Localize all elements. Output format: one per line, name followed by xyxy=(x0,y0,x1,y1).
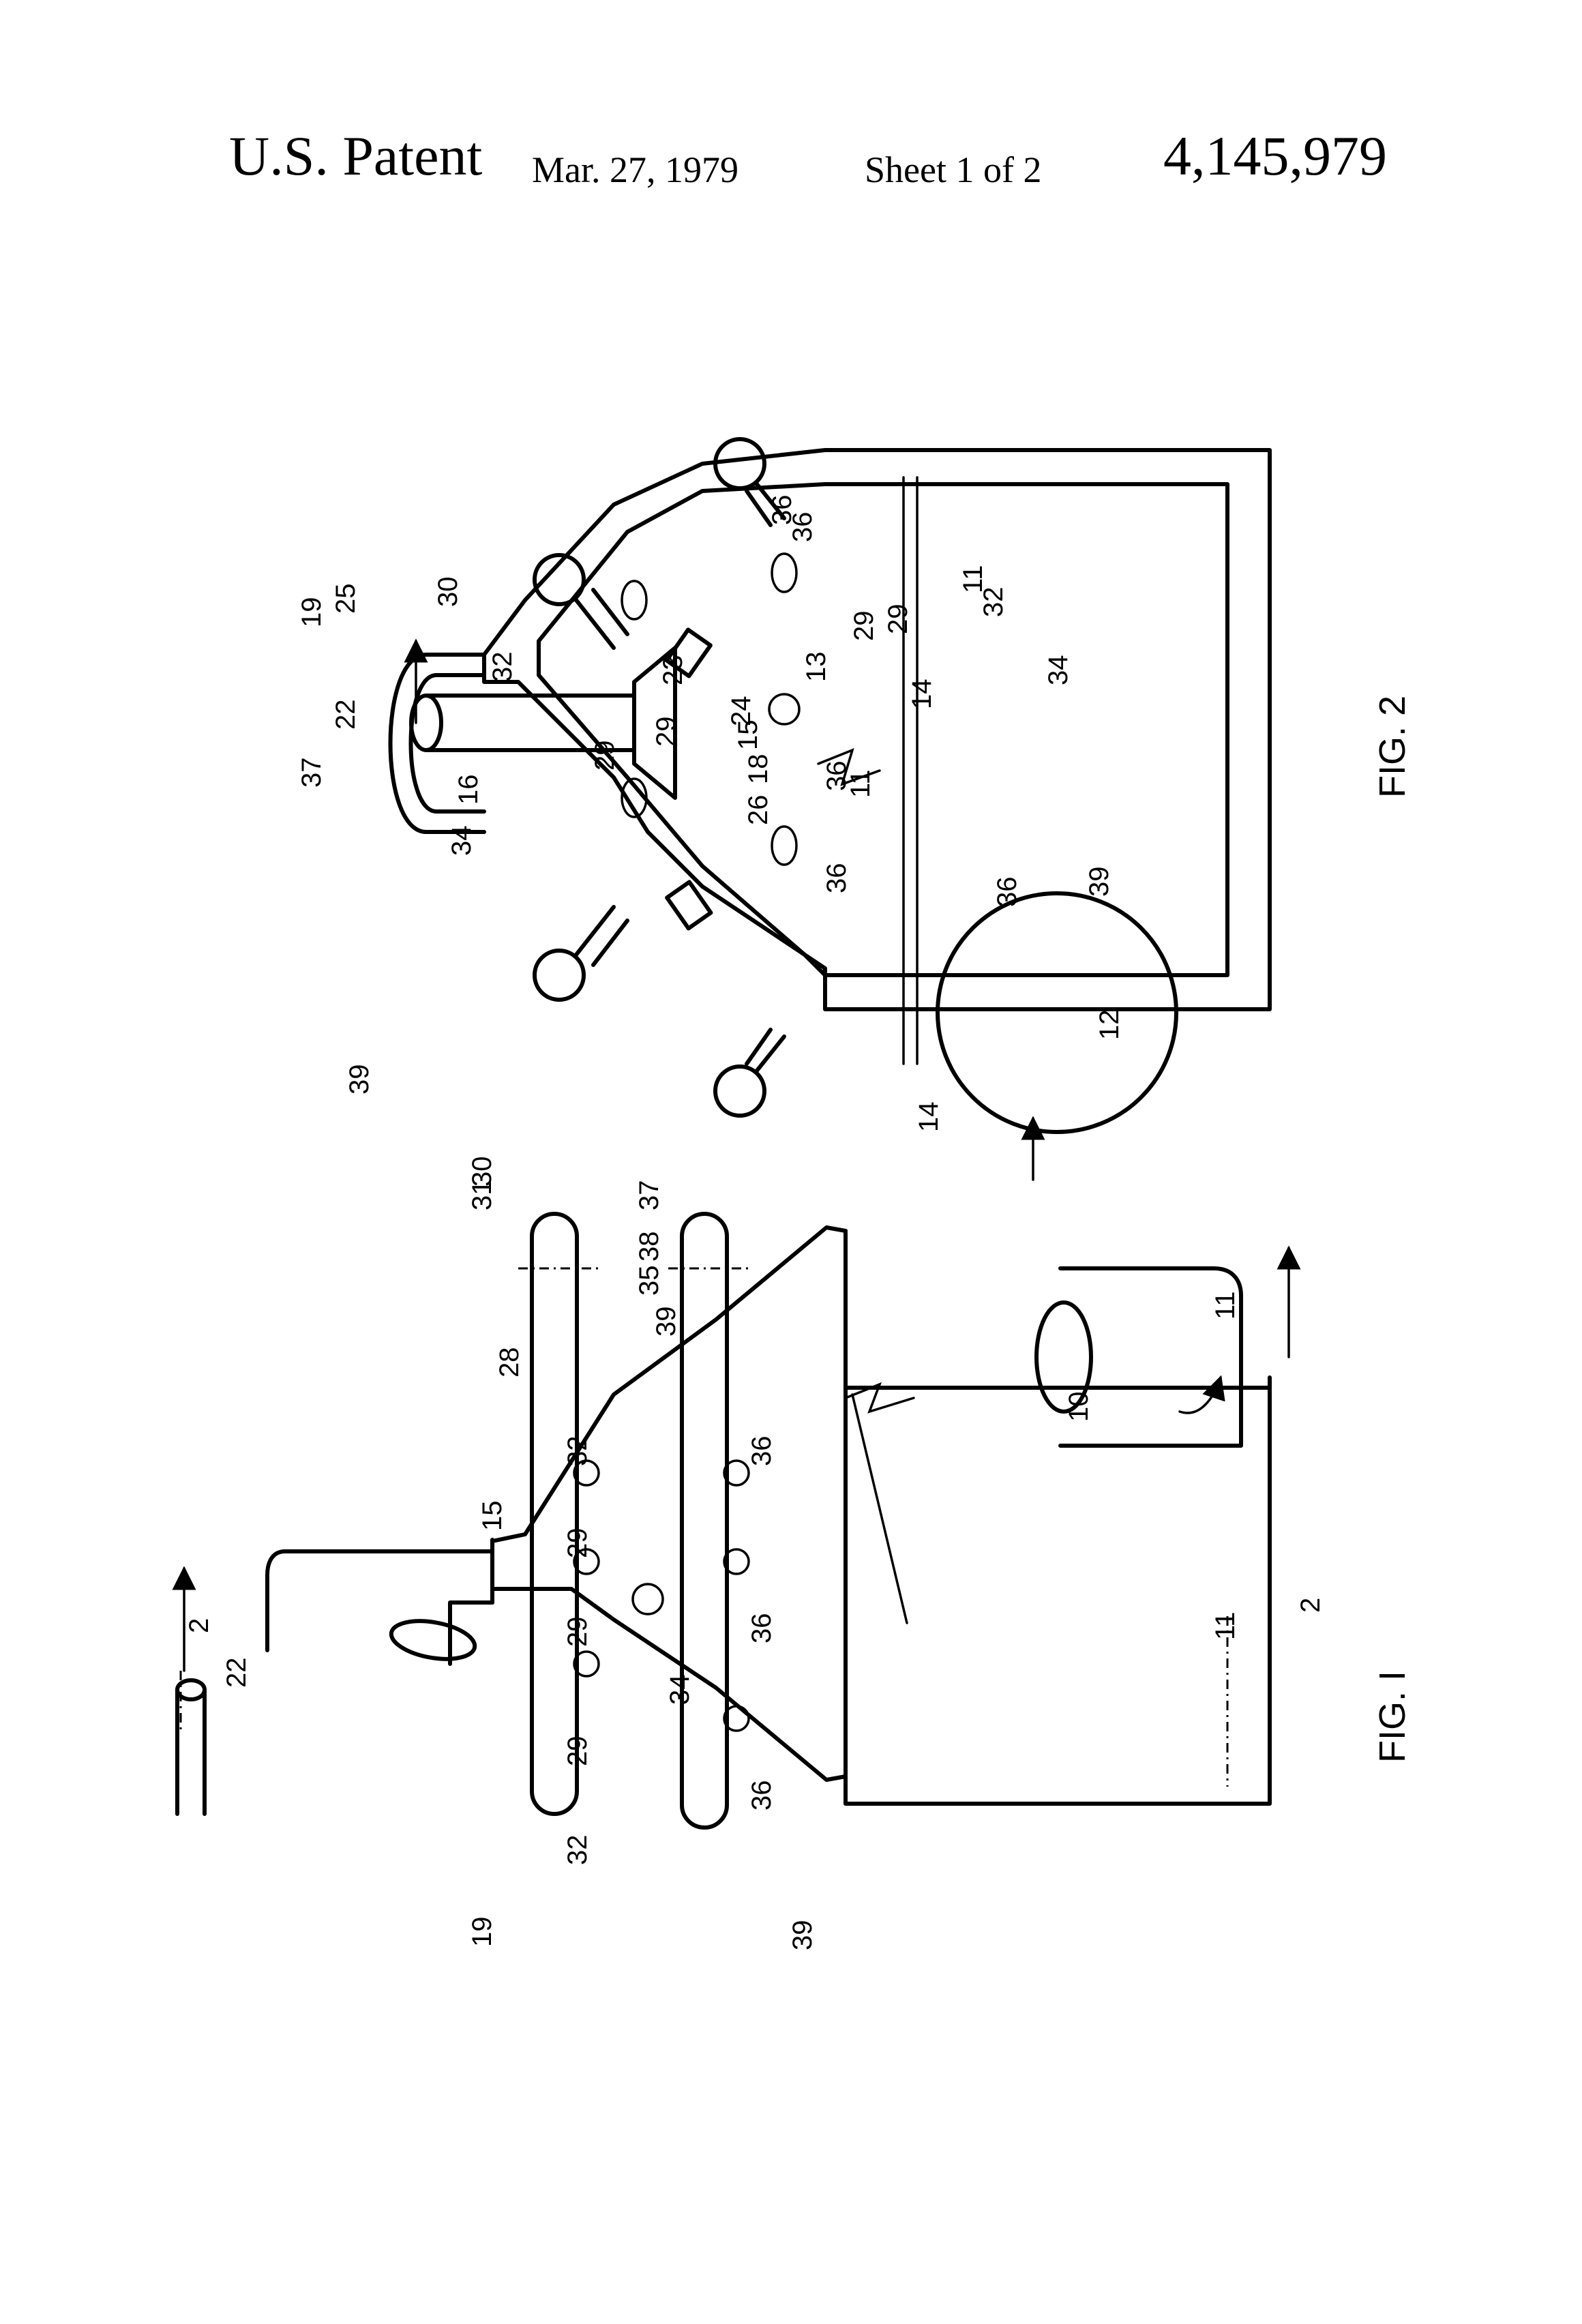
fig1-label-11a: 11 xyxy=(1210,1611,1240,1640)
fig2-label-22: 22 xyxy=(331,700,361,730)
fig2-label-36e: 36 xyxy=(992,877,1022,908)
fig1-label-39a: 39 xyxy=(651,1307,681,1337)
fig2-label-32b: 32 xyxy=(979,587,1009,618)
fig1-section-marker-bottom: 2 xyxy=(1296,1598,1326,1613)
fig1-label-36b: 36 xyxy=(747,1613,777,1644)
fig2-label-14: 14 xyxy=(907,679,937,710)
fig2-nozzle-36c xyxy=(772,826,796,865)
fig2-label-23: 23 xyxy=(658,655,688,686)
fig1-label-29b: 29 xyxy=(563,1617,593,1648)
fig2-manifold-37b xyxy=(715,439,764,488)
fig2-label-29d: 29 xyxy=(883,604,913,635)
fig1-label-11b: 11 xyxy=(1210,1291,1240,1320)
fig1-label-28: 28 xyxy=(494,1347,524,1378)
fig2-label-36d: 36 xyxy=(822,863,852,894)
fig2-chamber-cavity xyxy=(539,484,1227,975)
fig1-label-35: 35 xyxy=(634,1266,664,1296)
fig1-label-32a: 32 xyxy=(563,1436,593,1467)
fig2-label-39b: 39 xyxy=(344,1064,374,1095)
fig2-label-37: 37 xyxy=(297,758,327,788)
fig1-label-36c: 36 xyxy=(747,1781,777,1811)
fig2-label-39a: 39 xyxy=(1084,867,1114,897)
fig2-outlet-14 xyxy=(938,893,1176,1132)
fig1-label-32b: 32 xyxy=(563,1835,593,1866)
fig2-label-26: 26 xyxy=(743,795,773,826)
fig1-label-38: 38 xyxy=(634,1232,664,1262)
fig1-label-36a: 36 xyxy=(747,1436,777,1467)
fig2-label-30: 30 xyxy=(433,577,463,608)
fig2-label-29c: 29 xyxy=(849,611,879,642)
fig2-label-25: 25 xyxy=(331,584,361,614)
fig2-label-18: 18 xyxy=(743,754,773,785)
fig2-label-36c: 36 xyxy=(822,761,852,792)
fig2-manifold-30a xyxy=(535,951,584,1000)
fig1-duct-19-end xyxy=(388,1615,477,1665)
fig1-label-31: 31 xyxy=(467,1180,497,1211)
fig2-label-29a: 29 xyxy=(590,741,620,771)
fig1-label-19: 19 xyxy=(467,1917,497,1948)
fig1-label-15: 15 xyxy=(477,1501,507,1532)
fig2-manifold-37a xyxy=(715,1067,764,1116)
fig1-label-29c: 29 xyxy=(563,1736,593,1767)
fig1-label-14: 14 xyxy=(914,1102,944,1133)
fig1-chamber-top xyxy=(846,1231,1270,1388)
fig2-label-36b: 36 xyxy=(788,512,818,543)
fig2-label-16: 16 xyxy=(453,775,483,805)
fig1-caption: FIG. I xyxy=(1372,1671,1413,1763)
fig2-refractory-wall xyxy=(484,450,1270,1009)
fig2-nozzle-36a xyxy=(772,554,796,592)
figure-1 xyxy=(177,1118,1289,1828)
fig2-caption: FIG. 2 xyxy=(1372,696,1413,798)
fig1-cone-upper xyxy=(492,1227,846,1541)
fig2-label-34b: 34 xyxy=(1043,655,1073,686)
fig2-label-34a: 34 xyxy=(447,826,477,856)
fig1-section-marker-top: 2 xyxy=(184,1618,214,1633)
fig2-nozzle-36b xyxy=(769,694,799,724)
fig1-pipe-22 xyxy=(177,1690,205,1814)
fig2-label-29b: 29 xyxy=(651,717,681,747)
fig2-label-19: 19 xyxy=(297,597,327,628)
fig1-label-10: 10 xyxy=(1064,1392,1094,1422)
fig1-chamber-body xyxy=(846,1388,1270,1804)
fig1-label-39b: 39 xyxy=(788,1920,818,1951)
fig2-nozzle-29a xyxy=(622,581,646,619)
fig1-label-34: 34 xyxy=(665,1675,695,1705)
fig1-label-37: 37 xyxy=(634,1180,664,1211)
fig2-label-32a: 32 xyxy=(488,652,518,683)
fig2-label-12: 12 xyxy=(1094,1010,1124,1041)
fig1-port-34 xyxy=(633,1584,663,1614)
fig2-label-13: 13 xyxy=(801,652,831,683)
fig1-labels: 10 11 11 14 15 19 22 28 29 29 29 30 31 3… xyxy=(184,1102,1326,1951)
fig1-label-22: 22 xyxy=(222,1658,252,1688)
fig1-label-29a: 29 xyxy=(563,1528,593,1559)
fig1-manifold-37 xyxy=(682,1214,727,1828)
fig2-label-15: 15 xyxy=(733,720,763,751)
